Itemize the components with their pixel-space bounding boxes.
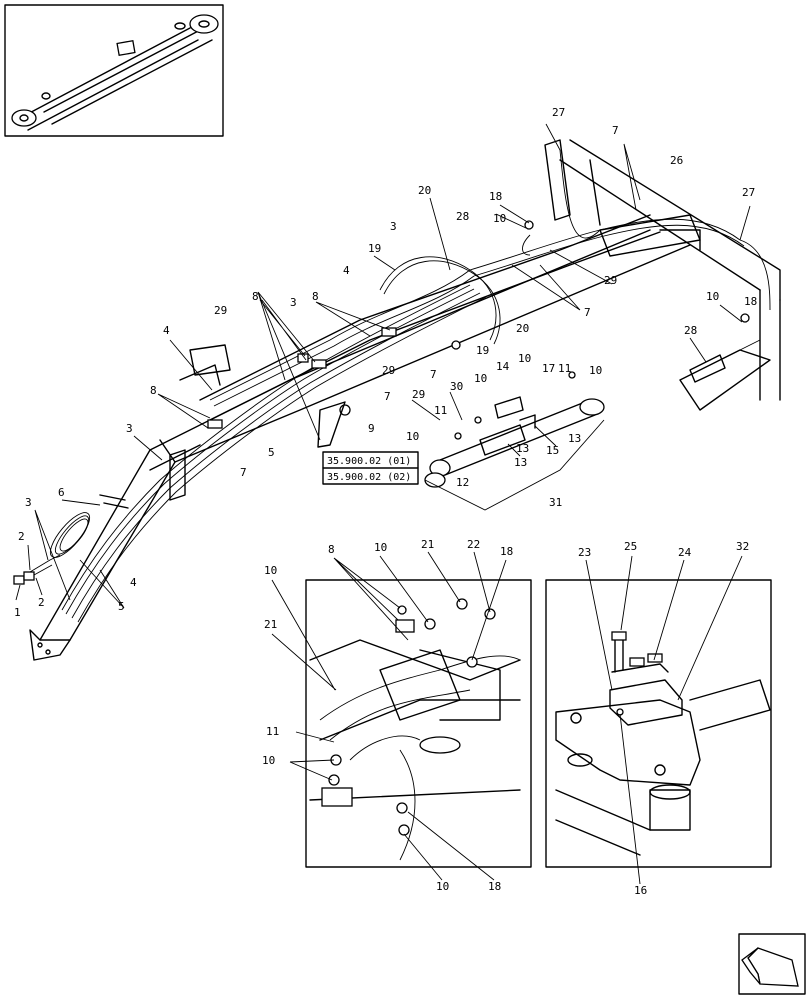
callout-label: 7: [240, 466, 247, 479]
callout-label: 20: [418, 184, 431, 197]
reference-label[interactable]: 35.900.02 (02): [327, 472, 411, 483]
callout-label: 14: [496, 360, 510, 373]
callout-label: 3: [126, 422, 133, 435]
callout-label: 15: [546, 444, 559, 457]
callout-label: 7: [612, 124, 619, 137]
callout-label: 4: [130, 576, 137, 589]
callout-label: 1: [14, 606, 21, 619]
callout-label: 2: [18, 530, 25, 543]
callout-label: 8: [252, 290, 259, 303]
cylinder-thumbnail-inset: [4, 4, 224, 137]
reference-label[interactable]: 35.900.02 (01): [327, 456, 411, 467]
detail-inset-left: 8 10 21 22 18 10 21 11 10 10 18: [262, 538, 532, 893]
callout-label: 4: [163, 324, 170, 337]
exploded-cylinder: 35.900.02 (01) 35.900.02 (02): [322, 371, 605, 511]
callout-label: 17: [542, 362, 555, 375]
callout-label: 11: [434, 404, 447, 417]
leader-lines: [15, 123, 751, 609]
callout-label: 20: [516, 322, 529, 335]
callout-label: 32: [736, 540, 749, 553]
callout-label: 3: [290, 296, 297, 309]
callout-label: 9: [368, 422, 375, 435]
callout-label: 24: [678, 546, 692, 559]
callout-label: 10: [262, 754, 275, 767]
callout-label: 10: [706, 290, 719, 303]
callout-label: 29: [412, 388, 425, 401]
callout-label: 23: [578, 546, 591, 559]
callout-label: 4: [343, 264, 350, 277]
callout-label: 28: [456, 210, 469, 223]
callout-label: 26: [670, 154, 683, 167]
callout-label: 10: [518, 352, 531, 365]
callout-label: 28: [684, 324, 697, 337]
callout-label: 7: [384, 390, 391, 403]
callout-label: 30: [450, 380, 463, 393]
callout-label: 6: [58, 486, 65, 499]
callout-label: 18: [489, 190, 502, 203]
hydraulic-hoses: [13, 149, 771, 623]
callout-label: 31: [549, 496, 562, 509]
callout-label: 19: [476, 344, 489, 357]
callout-label: 3: [25, 496, 32, 509]
callout-label: 27: [552, 106, 565, 119]
callout-label: 13: [568, 432, 581, 445]
callout-label: 8: [150, 384, 157, 397]
callout-label: 18: [500, 545, 513, 558]
callout-label: 22: [467, 538, 480, 551]
callout-label: 29: [214, 304, 227, 317]
callout-label: 18: [488, 880, 501, 893]
boom-frame: [29, 139, 781, 661]
callout-label: 29: [382, 364, 395, 377]
callout-label: 21: [264, 618, 277, 631]
callout-label: 12: [456, 476, 469, 489]
callout-label: 10: [374, 541, 387, 554]
callout-label: 25: [624, 540, 637, 553]
callout-label: 27: [742, 186, 755, 199]
callout-label: 18: [744, 295, 757, 308]
detail-inset-right: 23 25 24 32 16: [545, 540, 772, 897]
callout-label: 10: [589, 364, 602, 377]
callout-label: 7: [430, 368, 437, 381]
callout-label: 10: [474, 372, 487, 385]
callout-label: 3: [390, 220, 397, 233]
callout-label: 11: [558, 362, 571, 375]
callout-label: 16: [634, 884, 647, 897]
callout-label: 21: [421, 538, 434, 551]
main-callouts: 1 2 2 3 3 3 3 4 4 4 5 5 6 7 7 7 7 7 8 8 …: [14, 106, 757, 619]
callout-label: 10: [406, 430, 419, 443]
callout-label: 10: [436, 880, 449, 893]
callout-label: 19: [368, 242, 381, 255]
callout-label: 5: [118, 600, 125, 613]
callout-label: 13: [514, 456, 527, 469]
callout-label: 2: [38, 596, 45, 609]
callout-label: 8: [312, 290, 319, 303]
callout-label: 10: [493, 212, 506, 225]
callout-label: 11: [266, 725, 279, 738]
next-page-arrow-icon[interactable]: [738, 933, 806, 995]
callout-label: 8: [328, 543, 335, 556]
callout-label: 29: [604, 274, 617, 287]
callout-label: 5: [268, 446, 275, 459]
callout-label: 13: [516, 442, 529, 455]
callout-label: 7: [584, 306, 591, 319]
callout-label: 10: [264, 564, 277, 577]
